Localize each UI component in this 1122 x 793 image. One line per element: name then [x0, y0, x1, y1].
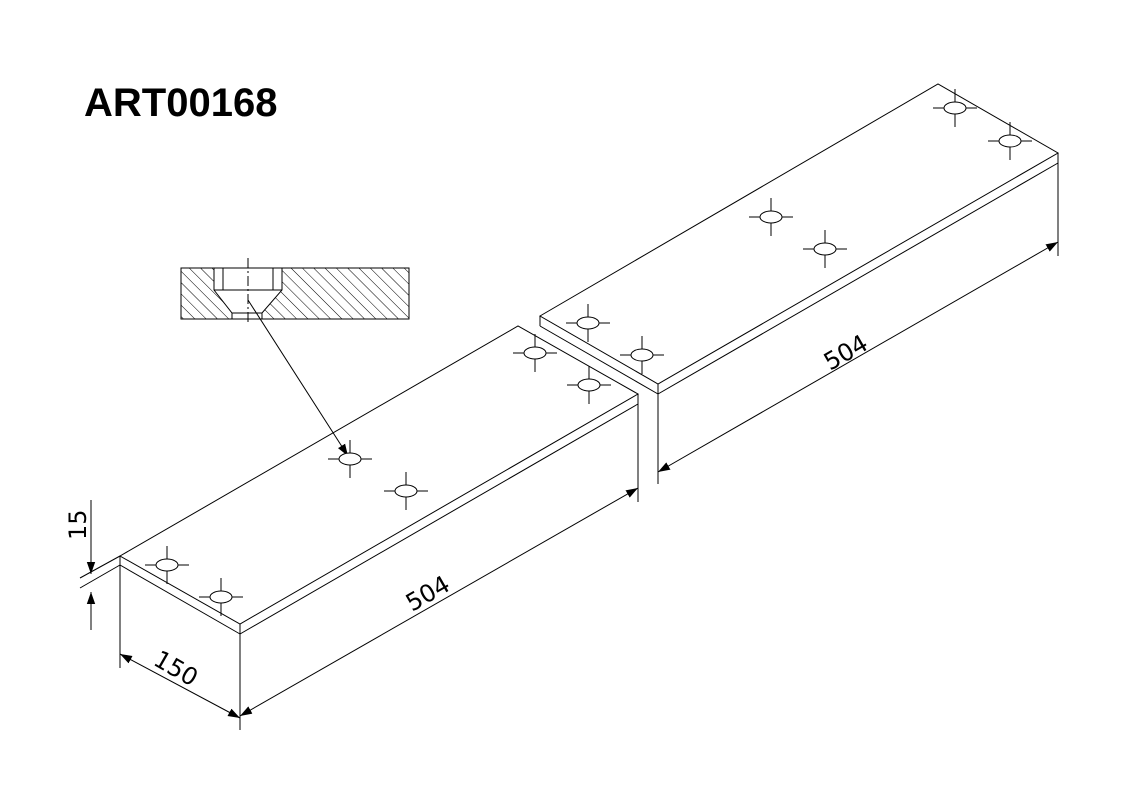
hole-marker: [566, 304, 610, 342]
hole-marker: [933, 89, 977, 127]
hole-marker: [749, 198, 793, 236]
hole-section-detail: [180, 258, 410, 457]
hole-marker: [988, 122, 1032, 160]
hole-marker: [328, 440, 372, 478]
dimension-label-width: 150: [149, 645, 203, 692]
holes-left: [145, 334, 611, 616]
dimension-width: 150: [119, 645, 241, 719]
dimension-label-thickness: 15: [64, 509, 92, 540]
block-right: [539, 83, 1060, 484]
holes-right: [566, 89, 1032, 374]
dimension-label-length-left: 504: [401, 570, 455, 617]
dimension-length-left: 504: [239, 487, 639, 717]
detail-leader-line: [247, 299, 349, 457]
hole-marker: [513, 334, 557, 372]
drawing-title: ART00168: [84, 81, 277, 125]
hole-marker: [567, 366, 611, 404]
hole-marker: [803, 230, 847, 268]
hole-marker: [145, 546, 189, 584]
hole-marker: [199, 578, 243, 616]
dimension-label-length-right: 504: [819, 329, 873, 376]
dimension-thickness: 15: [64, 500, 121, 630]
dimension-length-right: 504: [657, 241, 1059, 473]
hole-marker: [384, 472, 428, 510]
hole-marker: [620, 336, 664, 374]
